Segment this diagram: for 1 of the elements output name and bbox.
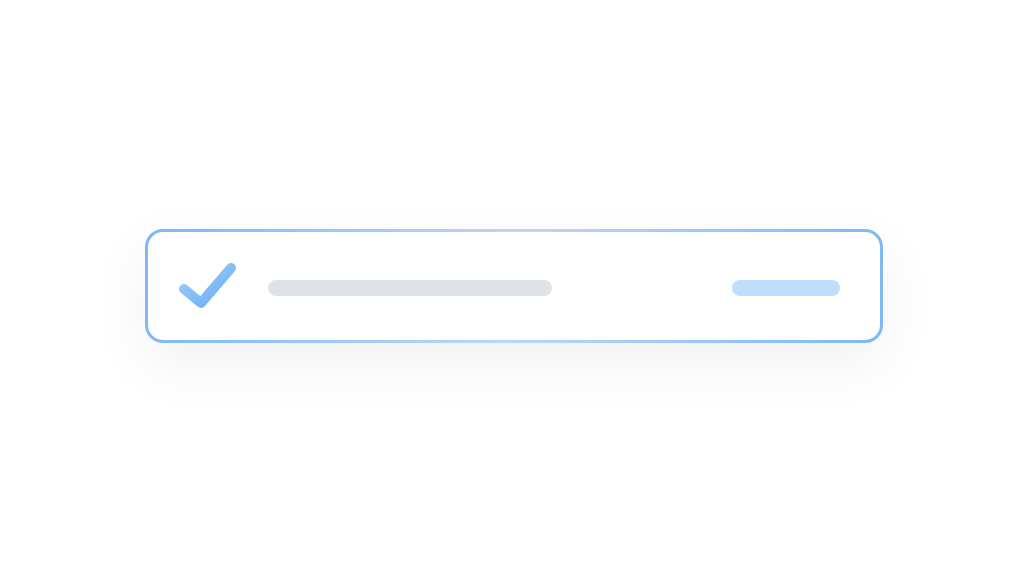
list-item-card [145,229,883,343]
